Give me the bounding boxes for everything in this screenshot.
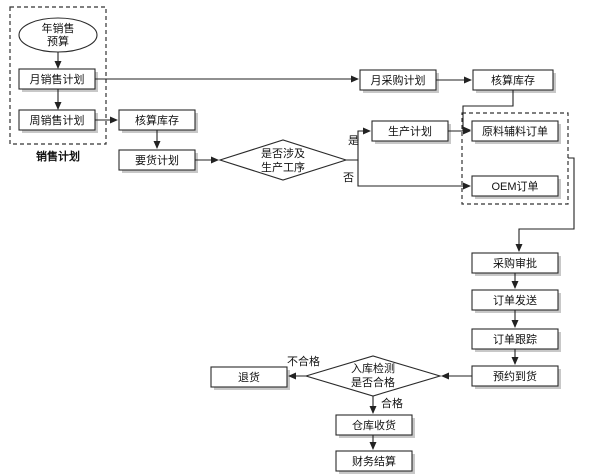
edge-label-fail: 不合格 — [287, 354, 320, 368]
production-plan-label: 生产计划 — [388, 124, 432, 138]
warehouse-receiving-node — [335, 414, 413, 436]
weekly-sales-plan-label: 周销售计划 — [30, 113, 85, 127]
edge-decision-no — [357, 160, 471, 190]
inspection-decision-label-2: 是否合格 — [351, 375, 395, 389]
production-decision-node — [218, 139, 348, 181]
annual-budget-label-1: 年销售 — [42, 21, 75, 35]
sales-plan-group-frame — [9, 6, 107, 145]
scheduled-arrival-label: 预约到货 — [493, 369, 537, 383]
order-group-frame — [461, 112, 569, 205]
oem-order-node — [471, 175, 559, 197]
inventory-check-mid-label: 核算库存 — [135, 113, 179, 127]
monthly-purchase-plan-label: 月采购计划 — [371, 73, 426, 87]
raw-material-order-label: 原料辅料订单 — [482, 124, 548, 138]
monthly-sales-plan-label: 月销售计划 — [30, 72, 85, 86]
production-decision-label-1: 是否涉及 — [261, 146, 305, 160]
return-goods-label: 退货 — [238, 370, 260, 384]
annual-budget-label-2: 预算 — [47, 34, 69, 48]
edge-decision-yes — [346, 127, 371, 161]
edge-label-pass: 合格 — [381, 396, 403, 410]
edge-orders-to-approval — [515, 157, 575, 252]
financial-settlement-node — [335, 450, 413, 472]
edge-label-no: 否 — [343, 172, 354, 184]
edge-label-yes: 是 — [348, 134, 359, 147]
purchase-approval-label: 采购审批 — [493, 256, 537, 270]
financial-settlement-label: 财务结算 — [352, 454, 396, 468]
demand-plan-label: 要货计划 — [135, 153, 179, 167]
raw-material-order-node — [471, 120, 559, 142]
warehouse-receiving-label: 仓库收货 — [352, 418, 396, 432]
return-goods-node — [210, 366, 288, 388]
order-dispatch-label: 订单发送 — [493, 293, 537, 307]
production-decision-label-2: 生产工序 — [261, 160, 305, 174]
order-tracking-label: 订单跟踪 — [493, 332, 537, 346]
inspection-decision-label-1: 入库检测 — [351, 361, 395, 375]
oem-order-label: OEM订单 — [491, 180, 538, 193]
inventory-check-top-label: 核算库存 — [491, 73, 535, 87]
inspection-decision-node — [304, 355, 442, 397]
sales-plan-group-label: 销售计划 — [36, 149, 80, 163]
